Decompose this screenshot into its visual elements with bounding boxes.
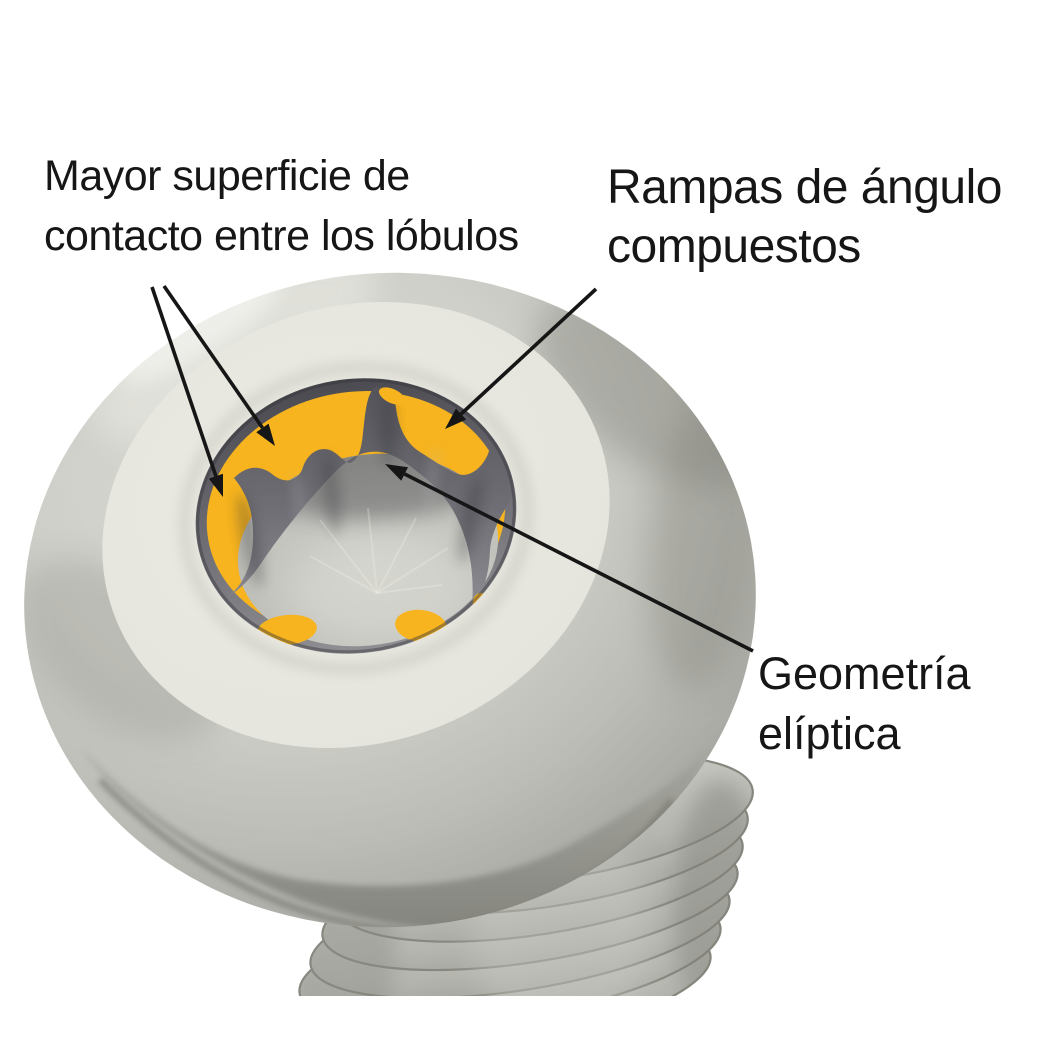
label-geometry-line1: Geometría (758, 648, 971, 699)
label-contact-line2: contacto entre los lóbulos (44, 212, 519, 260)
leader-lines (150, 284, 754, 653)
label-contact-line1: Mayor superficie de (44, 152, 410, 200)
label-geometry-line2: elíptica (758, 708, 901, 759)
arrowhead-ramps (445, 408, 467, 429)
recess-wall-streaks (236, 394, 483, 587)
leader-line-ramps (459, 287, 598, 416)
label-elliptical-geometry: Geometría elíptica (758, 644, 971, 764)
highlight-curl-top (378, 387, 406, 405)
label-ramps-line1: Rampas de ángulo (607, 161, 1002, 214)
arrowhead-contact-2 (256, 423, 275, 446)
arrowhead-geometry (385, 464, 408, 481)
label-contact-surface: Mayor superficie de contacto entre los l… (44, 146, 519, 266)
head-skirt-band (80, 748, 706, 928)
leader-line-contact-2 (162, 284, 264, 429)
leader-line-contact-1 (150, 286, 218, 477)
countersink-ring (179, 362, 533, 674)
shank-right-shadow (675, 780, 762, 996)
label-compound-ramps: Rampas de ángulo compuestos (607, 158, 1002, 276)
arrowheads (208, 408, 467, 497)
leader-line-geometry (403, 472, 754, 653)
recess-rim-edge (196, 378, 516, 654)
floor-cone-facets (309, 507, 449, 594)
arrowhead-contact-1 (208, 473, 223, 497)
label-ramps-line2: compuestos (607, 220, 861, 273)
drive-recess (195, 378, 517, 654)
